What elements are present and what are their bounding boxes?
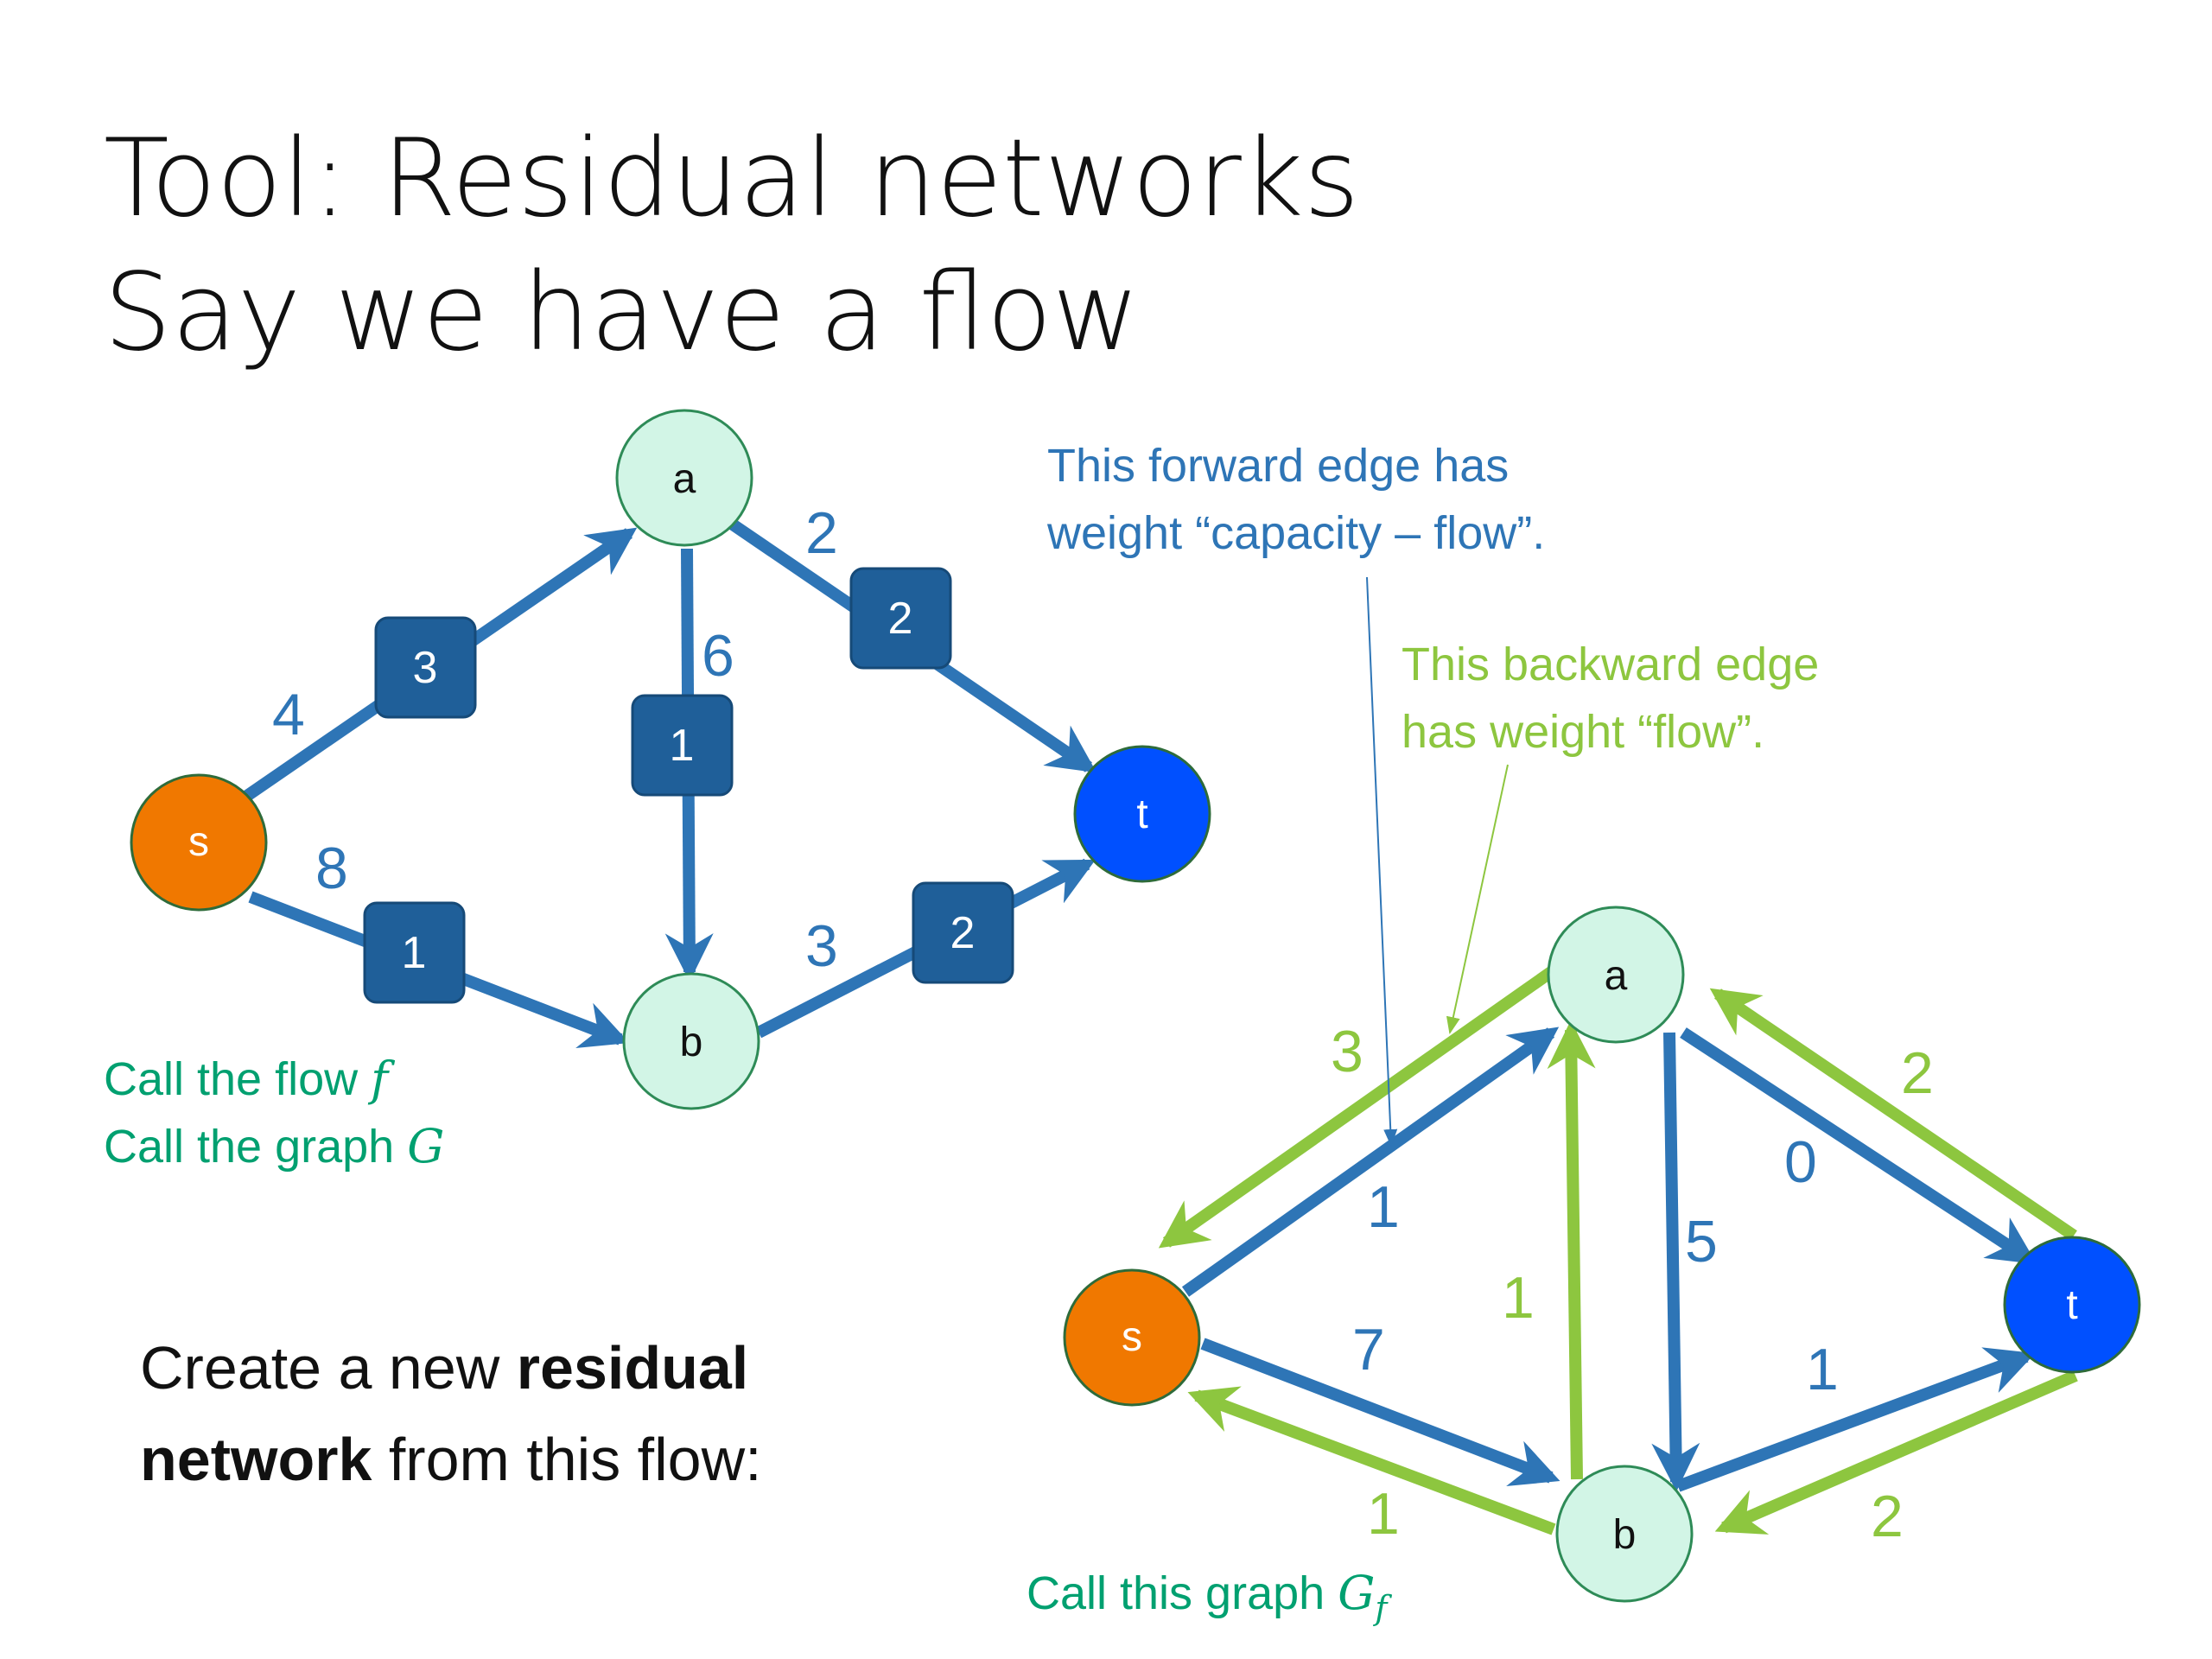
svg-text:s: s bbox=[188, 819, 209, 865]
gf-symbol: G bbox=[1338, 1566, 1376, 1620]
g-cap-s-a: 4 bbox=[272, 682, 305, 747]
g-flow-s-b: 1 bbox=[402, 928, 427, 978]
g-cap-a-b: 6 bbox=[702, 623, 734, 689]
backward-edge-note: This backward edge has weight “flow”. bbox=[1402, 631, 1819, 766]
gf-forward-b-t bbox=[1675, 1347, 2036, 1492]
backward-note-pointer bbox=[1446, 764, 1509, 1034]
g-flow-box-s-a: 3 bbox=[374, 616, 477, 719]
forward-edge-note: This forward edge has weight “capacity –… bbox=[1047, 432, 1545, 567]
gf-subscript: f bbox=[1375, 1588, 1388, 1627]
gf-node-a: a bbox=[1547, 906, 1685, 1044]
backward-note-line-2: has weight “flow”. bbox=[1402, 706, 1765, 758]
g-flow-box-a-b: 1 bbox=[631, 694, 734, 797]
forward-note-pointer bbox=[1366, 576, 1398, 1147]
graph-symbol: G bbox=[407, 1119, 445, 1173]
g-node-b: b bbox=[622, 972, 760, 1110]
svg-text:a: a bbox=[1605, 953, 1628, 999]
gf-weight-backward-b-s: 1 bbox=[1367, 1481, 1400, 1547]
gf-forward-a-t bbox=[1680, 1027, 2037, 1265]
svg-text:a: a bbox=[673, 456, 696, 502]
title-line-1: Tool: Residual networks bbox=[104, 117, 1360, 241]
g-cap-s-b: 8 bbox=[315, 836, 348, 901]
gf-node-b: b bbox=[1555, 1465, 1694, 1603]
g-node-t: t bbox=[1073, 745, 1211, 883]
create-line-2: network from this flow: bbox=[140, 1426, 762, 1493]
svg-text:b: b bbox=[1613, 1512, 1637, 1558]
svg-text:t: t bbox=[2066, 1282, 2077, 1328]
gf-backward-t-b bbox=[1714, 1370, 2078, 1535]
gf-weight-forward-b-t: 1 bbox=[1806, 1337, 1839, 1402]
forward-note-line-2: weight “capacity – flow”. bbox=[1047, 507, 1546, 559]
title-line-2: Say we have a flow bbox=[104, 251, 1141, 375]
create-residual-text: Create a new residual network from this … bbox=[140, 1322, 762, 1505]
call-gf-note: Call this graph Gf bbox=[1027, 1566, 1388, 1627]
backward-note-line-1: This backward edge bbox=[1402, 639, 1820, 690]
gf-node-t: t bbox=[2003, 1236, 2141, 1374]
gf-weight-backward-a-s: 3 bbox=[1331, 1019, 1363, 1084]
gf-weight-forward-a-t: 0 bbox=[1784, 1129, 1817, 1195]
gf-weight-forward-a-b: 5 bbox=[1685, 1209, 1718, 1274]
gf-forward-s-b bbox=[1200, 1338, 1560, 1487]
gf-backward-t-a bbox=[1709, 988, 2077, 1241]
gf-backward-a-s bbox=[1158, 967, 1555, 1249]
gf-backward-b-a bbox=[1547, 1020, 1596, 1480]
flow-symbol: f bbox=[371, 1052, 389, 1106]
graph-gf: 1 7 5 0 1 3 1 1 2 2 a s b t bbox=[1063, 906, 2141, 1603]
gf-weight-forward-s-a: 1 bbox=[1367, 1174, 1400, 1240]
gf-forward-a-b bbox=[1651, 1032, 1700, 1492]
g-flow-a-b: 1 bbox=[670, 721, 695, 771]
g-node-s: s bbox=[130, 773, 268, 912]
create-line-1: Create a new residual bbox=[140, 1334, 749, 1402]
g-flow-s-a: 3 bbox=[413, 643, 438, 693]
call-graph-line: Call the graph G bbox=[104, 1119, 445, 1173]
g-flow-box-b-t: 2 bbox=[912, 881, 1014, 984]
gf-weight-forward-s-b: 7 bbox=[1352, 1317, 1385, 1382]
g-cap-a-t: 2 bbox=[805, 500, 838, 566]
svg-text:s: s bbox=[1122, 1314, 1142, 1360]
svg-text:t: t bbox=[1136, 791, 1147, 837]
g-flow-a-t: 2 bbox=[888, 594, 913, 644]
call-flow-note: Call the flow f Call the graph G bbox=[104, 1046, 444, 1180]
graph-g: 3 1 1 2 2 4 8 6 2 3 a s bbox=[130, 409, 1211, 1110]
gf-weight-backward-t-b: 2 bbox=[1871, 1484, 1904, 1549]
slide-title: Tool: Residual networks Say we have a fl… bbox=[104, 112, 1359, 380]
gf-node-s: s bbox=[1063, 1268, 1201, 1407]
g-flow-box-s-b: 1 bbox=[363, 901, 466, 1004]
g-node-a: a bbox=[615, 409, 753, 547]
g-cap-b-t: 3 bbox=[805, 913, 838, 979]
call-flow-line: Call the flow f bbox=[104, 1052, 389, 1106]
forward-note-line-1: This forward edge has bbox=[1047, 440, 1510, 492]
g-flow-box-a-t: 2 bbox=[849, 567, 952, 670]
gf-forward-s-a bbox=[1181, 1027, 1560, 1297]
gf-weight-backward-b-a: 1 bbox=[1502, 1265, 1535, 1331]
gf-backward-b-s bbox=[1187, 1386, 1556, 1535]
svg-text:b: b bbox=[680, 1020, 703, 1065]
gf-weight-backward-t-a: 2 bbox=[1901, 1040, 1934, 1106]
g-flow-b-t: 2 bbox=[950, 908, 976, 958]
